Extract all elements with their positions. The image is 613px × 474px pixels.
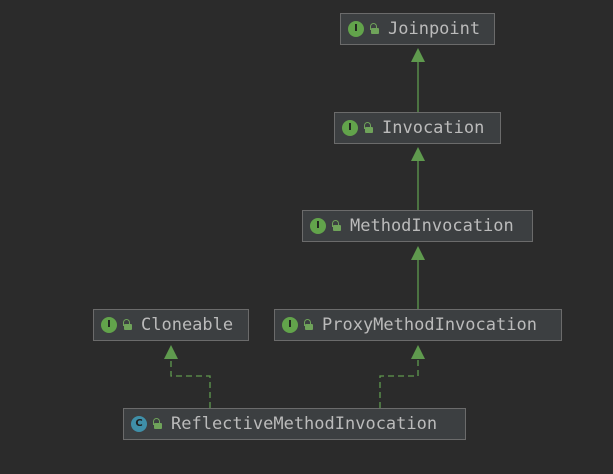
interface-icon: I <box>348 21 364 37</box>
node-proxy-method-invocation[interactable]: I ProxyMethodInvocation <box>274 309 562 341</box>
open-lock-icon <box>152 418 162 430</box>
arrowhead-invocation <box>411 147 425 161</box>
node-label: ReflectiveMethodInvocation <box>171 414 438 434</box>
node-label: Joinpoint <box>388 19 481 39</box>
node-label: Invocation <box>382 118 485 138</box>
interface-icon: I <box>342 120 358 136</box>
arrowhead-joinpoint <box>411 48 425 62</box>
arrowhead-cloneable <box>164 345 178 359</box>
open-lock-icon <box>363 122 373 134</box>
node-joinpoint[interactable]: I Joinpoint <box>340 13 495 45</box>
interface-icon: I <box>101 317 117 333</box>
open-lock-icon <box>303 319 313 331</box>
arrowhead-proxymethodinvocation <box>411 345 425 359</box>
node-label: ProxyMethodInvocation <box>322 315 537 335</box>
class-icon: C <box>131 416 147 432</box>
edge-reflective-to-proxymethodinvocation <box>379 358 419 408</box>
interface-icon: I <box>310 218 326 234</box>
open-lock-icon <box>369 23 379 35</box>
open-lock-icon <box>122 319 132 331</box>
interface-icon: I <box>282 317 298 333</box>
node-reflective-method-invocation[interactable]: C ReflectiveMethodInvocation <box>123 408 466 440</box>
node-method-invocation[interactable]: I MethodInvocation <box>302 210 533 242</box>
node-label: Cloneable <box>141 315 234 335</box>
arrowhead-methodinvocation <box>411 246 425 260</box>
node-invocation[interactable]: I Invocation <box>334 112 501 144</box>
node-label: MethodInvocation <box>350 216 514 236</box>
edge-reflective-to-cloneable <box>170 358 211 408</box>
node-cloneable[interactable]: I Cloneable <box>93 309 249 341</box>
open-lock-icon <box>331 220 341 232</box>
